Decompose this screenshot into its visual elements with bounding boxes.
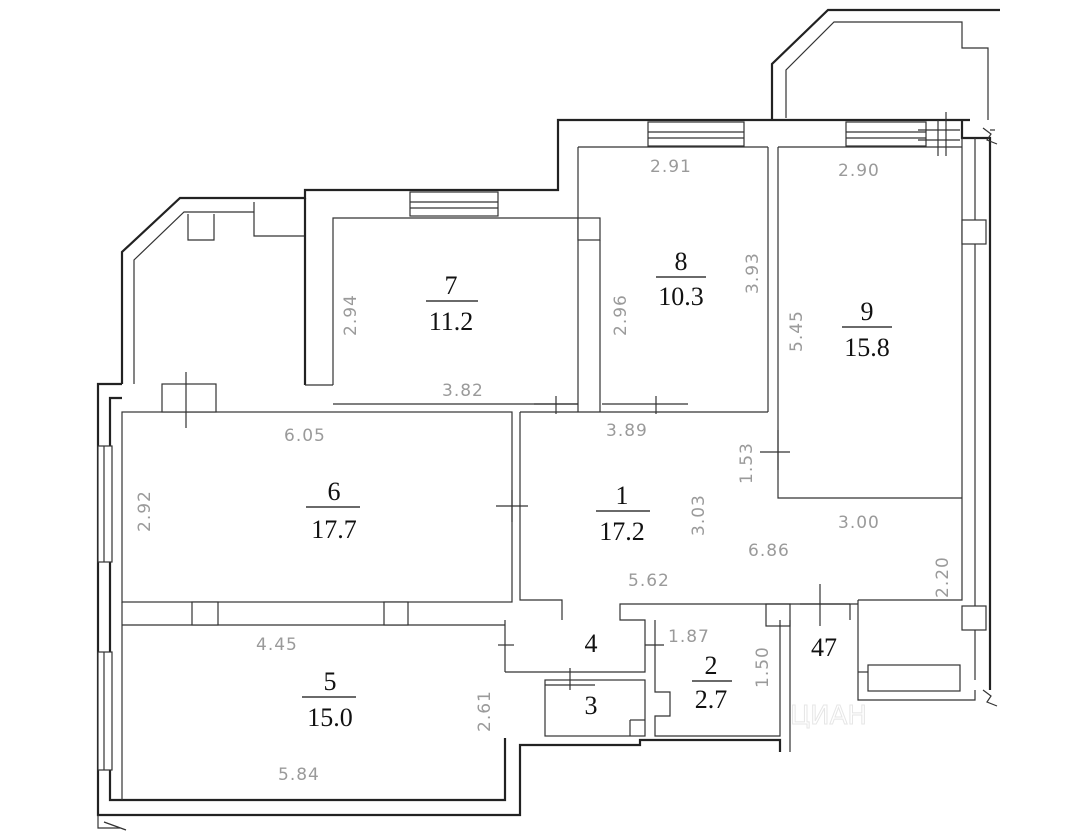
room-7-number: 7 bbox=[445, 271, 458, 300]
room-5-number: 5 bbox=[324, 667, 337, 696]
dim-2-96: 2.96 bbox=[611, 294, 631, 336]
dimensions: 2.91 2.90 3.82 3.89 6.05 3.00 6.86 5.62 … bbox=[135, 157, 953, 785]
room-6-area: 17.7 bbox=[311, 515, 357, 544]
dim-2-92: 2.92 bbox=[135, 490, 155, 532]
room-8-area: 10.3 bbox=[658, 282, 704, 311]
room-9-area: 15.8 bbox=[844, 333, 890, 362]
dim-2-90: 2.90 bbox=[838, 161, 880, 181]
windows bbox=[97, 121, 927, 771]
room-9-number: 9 bbox=[861, 297, 874, 326]
dim-3-03: 3.03 bbox=[689, 494, 709, 536]
room-labels: 7 11.2 8 10.3 9 15.8 6 17.7 1 17.2 4 3 2… bbox=[302, 247, 892, 732]
watermark: ЦИАН bbox=[790, 701, 867, 731]
dim-1-53: 1.53 bbox=[737, 442, 757, 484]
dim-3-93: 3.93 bbox=[743, 252, 763, 294]
room-7-area: 11.2 bbox=[429, 307, 474, 336]
room-47-number: 47 bbox=[811, 633, 837, 662]
dim-2-20: 2.20 bbox=[933, 556, 953, 598]
dim-1-87: 1.87 bbox=[668, 627, 710, 647]
dim-6-86: 6.86 bbox=[748, 541, 790, 561]
room-8-number: 8 bbox=[675, 247, 688, 276]
dim-1-50: 1.50 bbox=[753, 646, 773, 688]
interior-walls bbox=[121, 112, 987, 800]
room-2-area: 2.7 bbox=[695, 685, 728, 714]
room-1-number: 1 bbox=[616, 481, 629, 510]
outer-walls bbox=[96, 8, 1000, 831]
dim-3-89: 3.89 bbox=[606, 421, 648, 441]
room-4-number: 4 bbox=[585, 629, 598, 658]
room-6-number: 6 bbox=[328, 477, 341, 506]
dim-4-45: 4.45 bbox=[256, 635, 298, 655]
room-1-area: 17.2 bbox=[599, 517, 645, 546]
dim-6-05: 6.05 bbox=[284, 426, 326, 446]
room-2-number: 2 bbox=[705, 651, 718, 680]
dim-3-00: 3.00 bbox=[838, 513, 880, 533]
dim-5-84: 5.84 bbox=[278, 765, 320, 785]
dim-2-94: 2.94 bbox=[341, 294, 361, 336]
room-3-number: 3 bbox=[585, 691, 598, 720]
dim-2-91: 2.91 bbox=[650, 157, 692, 177]
dim-5-62: 5.62 bbox=[628, 571, 670, 591]
room-5-area: 15.0 bbox=[307, 703, 353, 732]
dim-3-82: 3.82 bbox=[442, 381, 484, 401]
dim-2-61: 2.61 bbox=[475, 690, 495, 732]
dim-5-45: 5.45 bbox=[787, 310, 807, 352]
